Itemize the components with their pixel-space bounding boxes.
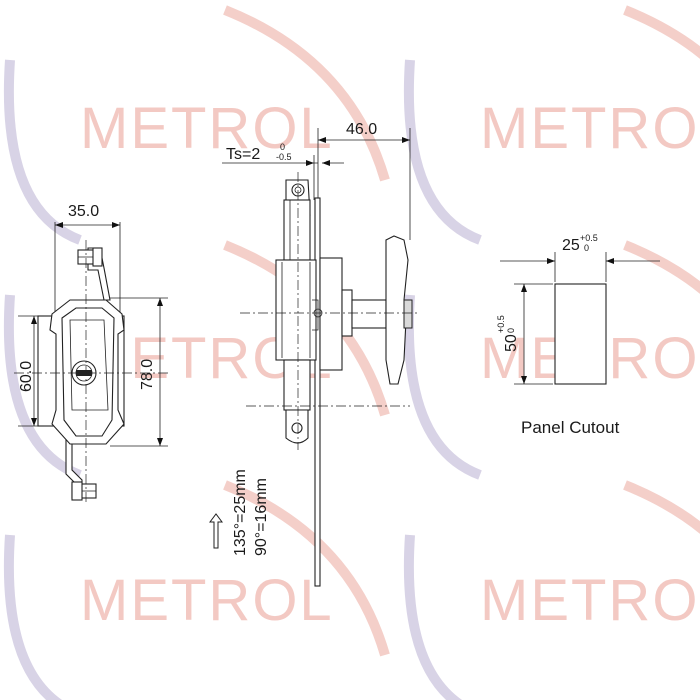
side-depth-label: 46.0 bbox=[346, 121, 377, 138]
watermark-text-2: METROL bbox=[480, 96, 700, 161]
watermark-arc-left-4 bbox=[3, 534, 63, 700]
thickness-tol-lower: -0.5 bbox=[276, 152, 292, 162]
watermark-text-6: METROL bbox=[480, 568, 700, 633]
front-height-a-label: 60.0 bbox=[18, 361, 35, 392]
rotation-note-b: 90°=16mm bbox=[253, 478, 270, 556]
watermark-arc-left-5 bbox=[403, 534, 463, 700]
cutout-width-label: 25 bbox=[562, 237, 580, 254]
front-width-label: 35.0 bbox=[68, 203, 99, 220]
thickness-tol-upper: 0 bbox=[280, 142, 285, 152]
watermark-arc-right-0 bbox=[223, 5, 390, 182]
panel-cutout-label: Panel Cutout bbox=[521, 418, 620, 437]
watermark-arc-left-1 bbox=[403, 59, 482, 245]
watermark-arc-left-2 bbox=[3, 294, 82, 480]
front-view: 35.0 60.0 bbox=[14, 203, 170, 505]
watermark-arc-right-3 bbox=[623, 240, 700, 294]
cutout-height-label: 50 bbox=[503, 334, 520, 352]
watermark-text-1: METROL bbox=[80, 96, 334, 161]
cutout-height-tol-upper: +0.5 bbox=[496, 315, 506, 333]
thickness-label: Ts=2 bbox=[226, 146, 260, 163]
watermark-text-5: METROL bbox=[80, 568, 334, 633]
rotation-note-a: 135°=25mm bbox=[232, 469, 249, 556]
watermark-arc-right-4 bbox=[223, 480, 390, 657]
side-view: 46.0 Ts=2 0 -0.5 bbox=[209, 121, 420, 587]
cutout-width-tol-lower: 0 bbox=[584, 243, 589, 253]
panel-cutout: 25 +0.5 0 50 +0.5 0 Panel Cutout bbox=[496, 233, 660, 437]
watermark-arcs bbox=[3, 5, 700, 700]
cutout-width-tol-upper: +0.5 bbox=[580, 233, 598, 243]
front-height-b-label: 78.0 bbox=[139, 359, 156, 390]
watermark-arc-left-0 bbox=[3, 59, 82, 245]
up-arrow-icon bbox=[209, 513, 223, 549]
watermark-arc-left-3 bbox=[403, 294, 482, 480]
cutout-height-tol-lower: 0 bbox=[506, 328, 516, 333]
watermark-arc-right-1 bbox=[623, 5, 700, 59]
watermark-arc-right-5 bbox=[623, 480, 700, 534]
